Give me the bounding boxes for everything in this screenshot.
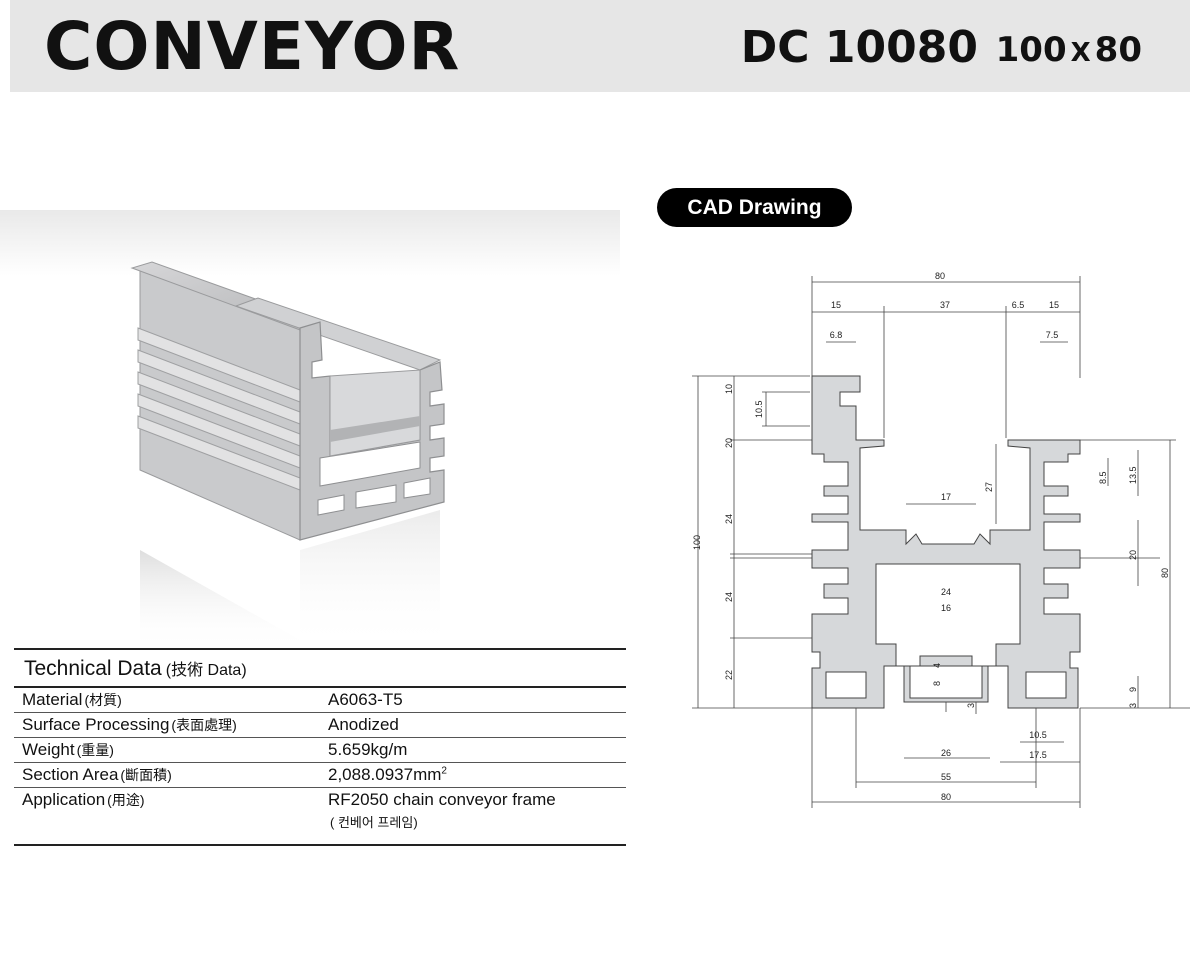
model-number: DC 10080 <box>740 22 978 73</box>
cad-dim: 17 <box>941 492 951 502</box>
row-label: Section Area <box>22 765 119 784</box>
row-value: Anodized <box>328 715 399 734</box>
cad-dim: 22 <box>724 670 734 680</box>
cad-dim: 80 <box>1160 568 1170 578</box>
table-row: Surface Processing(表面處理) Anodized <box>14 713 626 738</box>
application-value: RF2050 chain conveyor frame <box>328 790 556 809</box>
cad-dim: 24 <box>724 592 734 602</box>
cad-dim: 20 <box>1128 550 1138 560</box>
technical-data-title: Technical Data(技術 Data) <box>14 650 626 688</box>
table-row: Section Area(斷面積) 2,088.0937mm2 <box>14 763 626 788</box>
cad-dim: 3 <box>1128 703 1138 708</box>
cad-dim: 24 <box>724 514 734 524</box>
cad-dim: 6.8 <box>830 330 843 340</box>
cad-dim: 37 <box>940 300 950 310</box>
cad-dim: 24 <box>941 587 951 597</box>
size-separator: X <box>1070 38 1091 68</box>
table-row: Weight(重量) 5.659kg/m <box>14 738 626 763</box>
cad-drawing: 80 15 37 6.5 15 6.8 7.5 10 10.5 20 24 24… <box>692 271 1190 808</box>
size-width: 100 <box>995 30 1067 70</box>
row-label: Weight <box>22 740 75 759</box>
cad-dim: 27 <box>984 482 994 492</box>
cad-dim: 6.5 <box>1012 300 1025 310</box>
product-image <box>0 210 620 650</box>
section-area-unit-sup: 2 <box>441 765 447 777</box>
table-row: Application(用途) RF2050 chain conveyor fr… <box>14 788 626 844</box>
cad-dim: 26 <box>941 748 951 758</box>
cad-dim: 100 <box>692 535 702 550</box>
cad-dim: 17.5 <box>1029 750 1047 760</box>
cad-dim: 15 <box>831 300 841 310</box>
application-note: ( 컨베어 프레임) <box>330 815 418 830</box>
row-value: RF2050 chain conveyor frame ( 컨베어 프레임) <box>328 790 626 831</box>
cad-dim: 55 <box>941 772 951 782</box>
cad-dim: 15 <box>1049 300 1059 310</box>
row-label-cjk: (用途) <box>107 792 145 808</box>
row-value: 2,088.0937mm2 <box>328 765 626 785</box>
cad-dim: 3 <box>966 703 976 708</box>
cad-dim: 20 <box>724 438 734 448</box>
cad-drawing-badge: CAD Drawing <box>657 188 852 227</box>
cad-dim: 9 <box>1128 687 1138 692</box>
row-value: A6063-T5 <box>328 690 403 709</box>
cad-dim: 16 <box>941 603 951 613</box>
cad-dim: 13.5 <box>1128 466 1138 484</box>
cad-dim: 8 <box>932 681 942 686</box>
cad-dim: 8.5 <box>1098 471 1108 484</box>
size-height: 80 <box>1094 30 1142 70</box>
row-label: Material <box>22 690 83 709</box>
page-title: CONVEYOR <box>44 8 461 85</box>
technical-title-text: Technical Data <box>24 657 162 680</box>
row-label-cjk: (材質) <box>84 692 122 708</box>
section-area-value: 2,088.0937mm <box>328 765 442 784</box>
cad-dim: 80 <box>941 792 951 802</box>
cad-dim: 4 <box>932 663 942 668</box>
cad-dim: 10.5 <box>754 400 764 418</box>
row-label-cjk: (表面處理) <box>171 717 237 733</box>
cad-dim: 80 <box>935 271 945 281</box>
row-value: 5.659kg/m <box>328 740 408 759</box>
cad-dim: 7.5 <box>1046 330 1059 340</box>
row-label-cjk: (重量) <box>76 742 114 758</box>
cad-dim: 10 <box>724 384 734 394</box>
row-label: Surface Processing <box>22 715 170 734</box>
technical-data-table: Technical Data(技術 Data) Material(材質) A60… <box>14 648 626 846</box>
row-label-cjk: (斷面積) <box>120 767 172 783</box>
row-label: Application <box>22 790 106 809</box>
technical-title-sub: (技術 Data) <box>165 662 247 679</box>
cad-dim: 10.5 <box>1029 730 1047 740</box>
table-row: Material(材質) A6063-T5 <box>14 688 626 713</box>
